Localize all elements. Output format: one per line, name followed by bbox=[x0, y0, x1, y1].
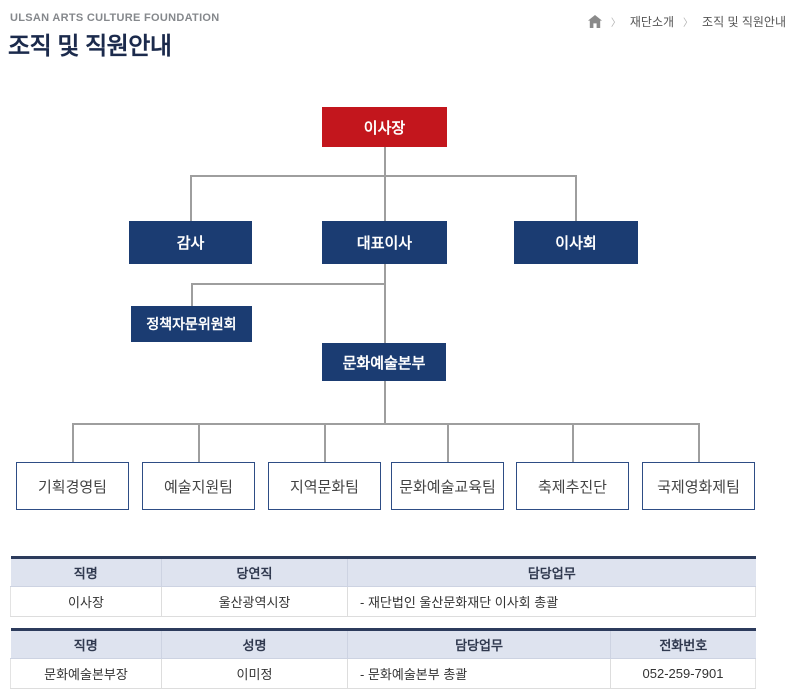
cell-duties: - 문화예술본부 총괄 bbox=[347, 658, 611, 689]
staff-table: 직명 성명 담당업무 전화번호 문화예술본부장 이미정 - 문화예술본부 총괄 … bbox=[10, 628, 756, 689]
col-header-phone: 전화번호 bbox=[610, 629, 756, 659]
breadcrumb-item-foundation[interactable]: 재단소개 bbox=[629, 15, 675, 29]
org-node-team-planning: 기획경영팀 bbox=[16, 462, 129, 510]
connector-line bbox=[71, 423, 74, 462]
table-header-row: 직명 당연직 담당업무 bbox=[10, 557, 756, 587]
col-header-name: 성명 bbox=[161, 629, 348, 659]
org-node-team-arts-support: 예술지원팀 bbox=[142, 462, 255, 510]
cell-name: 이미정 bbox=[161, 658, 348, 689]
org-node-team-festival: 축제추진단 bbox=[516, 462, 629, 510]
connector-line bbox=[383, 381, 386, 424]
connector-line bbox=[197, 423, 200, 462]
cell-ex-officio: 울산광역시장 bbox=[161, 586, 348, 617]
org-node-chairman: 이사장 bbox=[322, 107, 447, 147]
col-header-ex-officio: 당연직 bbox=[161, 557, 348, 587]
breadcrumb-item-current: 조직 및 직원안내 bbox=[702, 15, 786, 29]
org-node-auditor: 감사 bbox=[129, 221, 252, 264]
breadcrumb: 〉 재단소개 〉 조직 및 직원안내 bbox=[587, 13, 786, 30]
connector-line bbox=[189, 175, 577, 177]
table-row: 이사장 울산광역시장 - 재단법인 울산문화재단 이사회 총괄 bbox=[10, 586, 756, 617]
col-header-duties: 담당업무 bbox=[347, 629, 611, 659]
connector-line bbox=[383, 147, 386, 221]
chairman-table: 직명 당연직 담당업무 이사장 울산광역시장 - 재단법인 울산문화재단 이사회… bbox=[10, 556, 756, 617]
col-header-position: 직명 bbox=[10, 629, 162, 659]
table-row: 문화예술본부장 이미정 - 문화예술본부 총괄 052-259-7901 bbox=[10, 658, 756, 689]
connector-line bbox=[189, 176, 192, 221]
table-header-row: 직명 성명 담당업무 전화번호 bbox=[10, 629, 756, 659]
org-node-ceo: 대표이사 bbox=[322, 221, 447, 264]
connector-line bbox=[190, 283, 193, 306]
cell-phone: 052-259-7901 bbox=[610, 658, 756, 689]
breadcrumb-separator: 〉 bbox=[610, 18, 621, 29]
page-title: 조직 및 직원안내 bbox=[8, 33, 172, 60]
connector-line bbox=[323, 423, 326, 462]
connector-line bbox=[190, 283, 385, 285]
org-node-team-film-festival: 국제영화제팀 bbox=[642, 462, 755, 510]
org-node-team-local-culture: 지역문화팀 bbox=[268, 462, 381, 510]
col-header-duties: 담당업무 bbox=[347, 557, 756, 587]
org-node-board: 이사회 bbox=[514, 221, 638, 264]
cell-position: 문화예술본부장 bbox=[10, 658, 162, 689]
connector-line bbox=[575, 176, 577, 221]
home-icon[interactable] bbox=[587, 15, 602, 28]
org-node-advisory-committee: 정책자문위원회 bbox=[131, 306, 252, 342]
connector-line bbox=[71, 423, 699, 425]
breadcrumb-separator: 〉 bbox=[683, 18, 694, 29]
connector-line bbox=[697, 423, 700, 462]
col-header-position: 직명 bbox=[10, 557, 162, 587]
cell-position: 이사장 bbox=[10, 586, 162, 617]
connector-line bbox=[571, 423, 574, 462]
org-node-arts-headquarters: 문화예술본부 bbox=[322, 343, 446, 381]
connector-line bbox=[383, 264, 386, 343]
cell-duties: - 재단법인 울산문화재단 이사회 총괄 bbox=[347, 586, 756, 617]
site-brand: ULSAN ARTS CULTURE FOUNDATION bbox=[10, 12, 220, 24]
org-node-team-arts-education: 문화예술교육팀 bbox=[391, 462, 504, 510]
connector-line bbox=[446, 423, 449, 462]
